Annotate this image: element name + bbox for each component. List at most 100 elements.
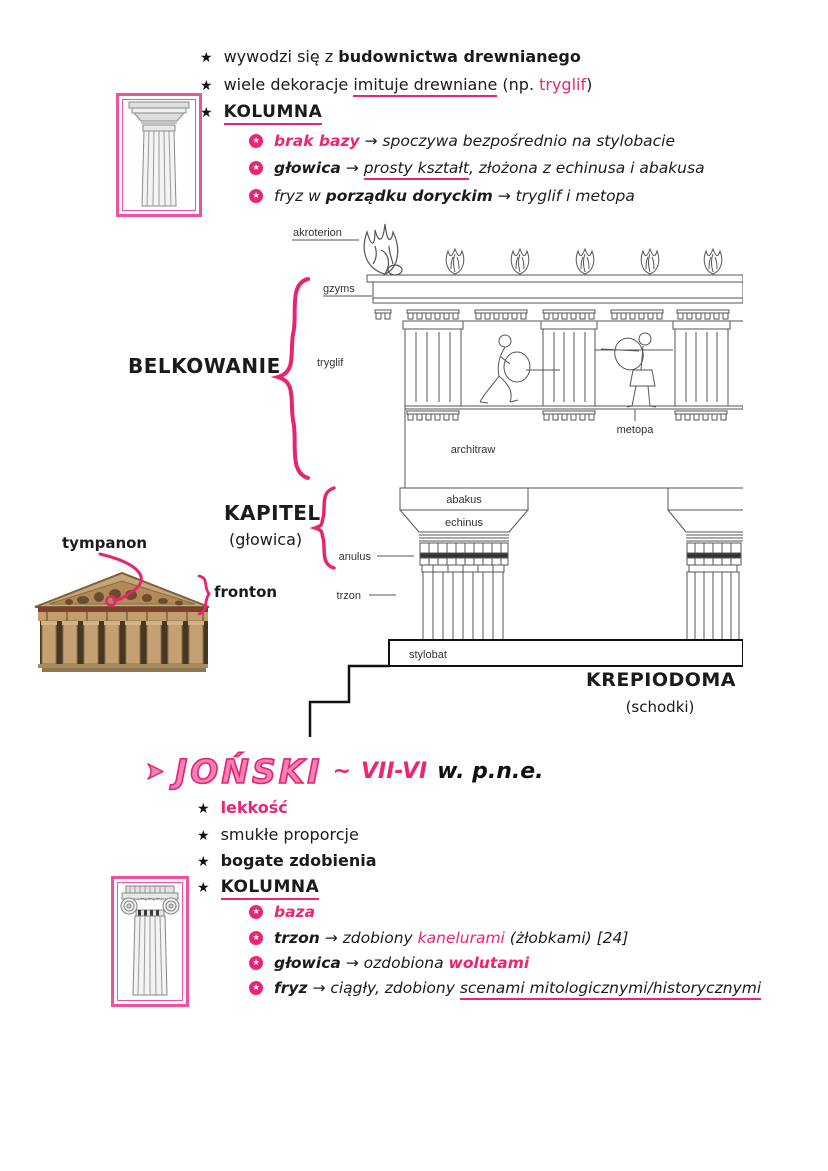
ionic-era: w. p.n.e. [437,759,544,784]
text-segment: wiele dekoracje [223,75,354,94]
doric-bullet-1-text: wywodzi się z budownictwa drewnianego [224,47,581,66]
ionic-period: VII-VI [361,759,428,784]
doric-sub-1: ★ brak bazy → spoczywa bezpośrednio na s… [249,132,675,150]
triglyph [402,320,464,407]
kolumna-heading: KOLUMNA [220,877,320,900]
antefix-ornament [510,248,530,275]
label-akroterion: akroterion [293,227,342,239]
label-architraw: architraw [451,444,496,456]
star-bullet-icon: ★ [197,801,210,817]
frieze [402,320,743,410]
text-segment-pink-bold: wolutami [448,954,530,972]
doric-sub-2: ★ głowica → prosty kształt, złożona z ec… [249,159,705,180]
text-segment-bold: budownictwa drewnianego [338,47,581,66]
star-bullet-icon: ★ [200,105,213,121]
text-segment-bold: trzon [274,929,320,947]
stylobate [388,639,743,667]
text-segment-pink-bold: lekkość [220,798,288,817]
ionic-bullet-3: ★ bogate zdobienia [197,851,377,870]
ionic-column-drawing [120,885,180,996]
text-segment-pink-bold: baza [274,903,316,921]
text-segment: (żłobkami) [24] [504,929,629,947]
star-bullet-icon: ★ [197,854,210,870]
label-abakus: abakus [446,494,482,506]
label-echinus: echinus [445,517,483,529]
flower-bullet-icon: ★ [249,956,263,970]
text-segment-pink-bold: brak bazy [274,132,360,150]
flower-bullet-icon: ★ [249,905,263,919]
triglyph [540,320,598,407]
text-segment-underlined: prosty kształt [363,159,469,180]
fronton-brace [197,574,211,616]
kapitel-heading: KAPITEL [224,501,321,525]
akroterion-sculpture [363,223,403,276]
star-bullet-icon: ★ [197,828,210,844]
temple-columns [41,620,204,665]
text-segment: ) [586,75,593,94]
krepiodoma-heading: KREPIODOMA [586,669,737,691]
text-segment-pink: kanelurami [417,929,505,947]
ionic-tilde: ~ [332,759,352,784]
text-segment-underlined: scenami mitologicznymi/historycznymi [459,979,762,1000]
text-segment-bold: porządku doryckim [325,187,493,205]
belkowanie-heading: BELKOWANIE [128,354,281,378]
ionic-sub-2: ★ trzon → zdobiony kanelurami (żłobkami)… [249,929,628,947]
ionic-sub-3: ★ głowica → ozdobiona wolutami [249,954,529,972]
kolumna-heading: KOLUMNA [223,102,323,125]
doric-bullet-1: ★ wywodzi się z budownictwa drewnianego [200,47,581,66]
triglyph [672,320,731,407]
right-column-partial [667,488,743,641]
flower-bullet-icon: ★ [249,981,263,995]
label-stylobat: stylobat [409,649,447,661]
doric-entablature-diagram: akroterion gzyms [292,223,743,737]
doric-bullet-3: ★ KOLUMNA [200,102,323,125]
frieze-marks [46,612,204,621]
ionic-bullet-1: ★ lekkość [197,798,288,817]
doric-capital [398,487,530,573]
antefix-ornament [640,248,660,275]
ionic-sub-2-text: trzon → zdobiony kanelurami (żłobkami) [… [274,929,628,947]
text-segment: → tryglif i metopa [492,187,635,205]
star-bullet-icon: ★ [197,880,210,896]
text-segment-bold: bogate zdobienia [220,851,377,870]
flower-bullet-icon: ★ [249,134,263,148]
ionic-bullet-2: ★ smukłe proporcje [197,825,359,844]
tympanon-label: tympanon [62,534,148,552]
label-tryglif: tryglif [317,357,344,369]
text-segment: , złożona z echinusa i abakusa [468,159,705,177]
text-segment: wywodzi się z [223,47,339,66]
text-segment: fryz w [274,187,326,205]
text-segment: → zdobiony [319,929,418,947]
mutule-guttae-row [374,309,730,320]
text-segment: → spoczywa bezpośrednio na stylobacie [359,132,676,150]
ionic-heading-row: JOŃSKI ~ VII-VI w. p.n.e. [146,751,544,792]
label-metopa: metopa [617,424,655,436]
label-trzon: trzon [337,590,361,602]
label-anulus: anulus [339,551,372,563]
text-segment: smukłe proporcje [220,825,359,844]
tympanon-arrow [98,552,143,607]
text-segment-underlined: imituje drewniane [353,75,498,97]
doric-sub-2-text: głowica → prosty kształt, złożona z echi… [274,159,705,180]
kapitel-brace [309,486,336,570]
ionic-bullet-4: ★ KOLUMNA [197,877,320,900]
text-segment-bold: fryz [274,979,308,997]
antefix-ornament [703,248,723,275]
doric-column-image [116,93,202,217]
text-segment: → [340,159,364,177]
parthenon-photo [34,571,210,672]
flower-bullet-icon: ★ [249,931,263,945]
kapitel-subheading: (głowica) [229,530,303,549]
flower-bullet-icon: ★ [249,189,263,203]
doric-bullet-2: ★ wiele dekoracje imituje drewniane (np.… [200,75,593,97]
column-shaft [422,571,504,641]
doric-sub-3: ★ fryz w porządku doryckim → tryglif i m… [249,187,635,205]
krepidoma-steps [308,664,389,737]
ionic-sub-4: ★ fryz → ciągły, zdobiony scenami mitolo… [249,979,762,1000]
text-segment: → ozdobiona [340,954,449,972]
text-segment-pink: tryglif [539,75,587,94]
doric-sub-1-text: brak bazy → spoczywa bezpośrednio na sty… [274,132,675,150]
ionic-column-image-inner [117,882,183,1001]
flower-bullet-icon: ★ [249,161,263,175]
